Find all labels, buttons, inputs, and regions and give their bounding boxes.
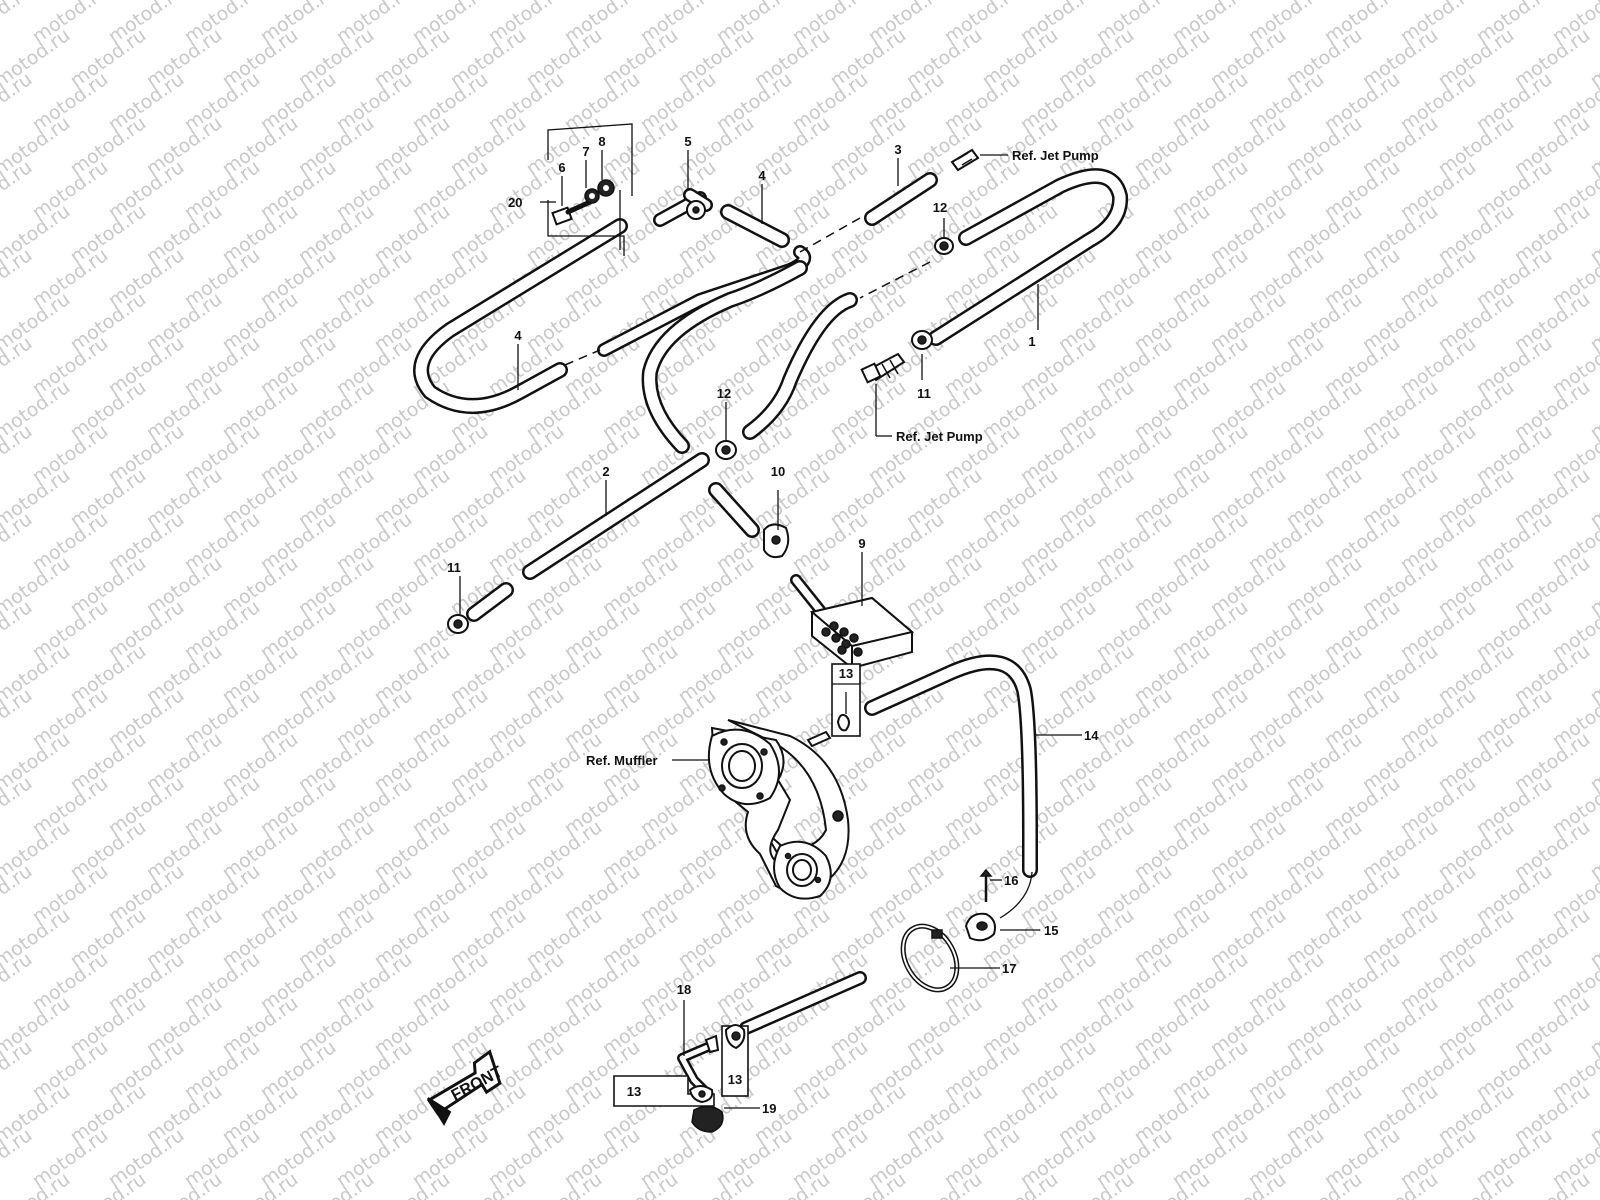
callout-16: 16 xyxy=(1004,873,1018,888)
dashed-route-upper xyxy=(799,217,861,253)
hose-14 xyxy=(864,654,1038,878)
clip-13-box-lower-right xyxy=(721,1024,749,1097)
callout-20: 20 xyxy=(508,195,522,210)
muffler-nipple xyxy=(806,730,832,748)
bolt-group-20 xyxy=(547,123,633,256)
callout-6: 6 xyxy=(558,160,565,175)
clamp-11-lower xyxy=(447,614,469,634)
muffler-ref xyxy=(707,719,850,900)
hose-4-dashed-path xyxy=(564,349,601,366)
callout-13-upper: 13 xyxy=(839,666,853,681)
hose-2-straight xyxy=(522,452,710,580)
filter-9-ports xyxy=(821,621,863,657)
callout-5: 5 xyxy=(684,134,691,149)
callout-14: 14 xyxy=(1084,728,1099,743)
tee-fitting-5 xyxy=(653,188,713,227)
callout-1: 1 xyxy=(1028,334,1035,349)
filter-9 xyxy=(790,574,915,670)
muffler-flange-top xyxy=(707,728,780,805)
muffler-flange-bottom xyxy=(773,840,832,900)
callout-13-left: 13 xyxy=(627,1084,641,1099)
clip-13-box-lower-left xyxy=(613,1075,715,1107)
callout-12-lower: 12 xyxy=(717,386,731,401)
callout-17: 17 xyxy=(1002,961,1016,976)
callout-15: 15 xyxy=(1044,923,1058,938)
leader-lines xyxy=(459,150,1082,1109)
callout-7: 7 xyxy=(582,144,589,159)
callout-4-left: 4 xyxy=(514,328,522,343)
drain-hose xyxy=(739,971,867,1035)
callout-8: 8 xyxy=(598,134,605,149)
nut-8 xyxy=(597,179,615,197)
callout-11-lower: 11 xyxy=(447,560,461,575)
watermark-text: motod.ru xyxy=(0,0,36,48)
jet-pump-nipple-top xyxy=(950,148,980,172)
clamp-12-upper xyxy=(934,237,954,255)
clamp-11-mid xyxy=(911,330,933,350)
reference-labels: Ref. Jet Pump Ref. Jet Pump Ref. Muffler xyxy=(586,148,1099,768)
callout-19: 19 xyxy=(762,1101,776,1116)
lockwasher-7 xyxy=(584,188,600,204)
jet-pump-nipple-mid xyxy=(860,352,906,384)
callout-12-upper: 12 xyxy=(933,200,947,215)
band-clamp-17 xyxy=(900,923,960,993)
hose-3 xyxy=(864,172,938,226)
screw-16 xyxy=(979,868,993,902)
hose-1-loop xyxy=(928,168,1129,346)
hose-2-short xyxy=(466,582,514,622)
callout-3: 3 xyxy=(894,142,901,157)
callout-10: 10 xyxy=(771,464,785,479)
dashed-route-mid xyxy=(859,261,931,299)
clamp-15 xyxy=(964,912,996,942)
callout-9: 9 xyxy=(858,536,865,551)
hose-2-left-bend xyxy=(641,260,808,454)
hose-filter-link xyxy=(708,482,760,538)
hose-4-loop xyxy=(413,218,628,414)
callout-labels: 1 2 3 4 4 5 6 7 8 9 10 11 11 12 12 13 13… xyxy=(447,134,1099,1116)
ref-jet-pump-mid: Ref. Jet Pump xyxy=(896,429,983,444)
clamp-12-lower xyxy=(715,440,737,460)
hose-14-tail-line xyxy=(999,871,1033,919)
ref-muffler: Ref. Muffler xyxy=(586,753,658,768)
hose-4-short xyxy=(720,204,790,248)
clip-13-box-upper xyxy=(831,663,861,737)
callout-4-short: 4 xyxy=(758,168,766,183)
clamp-10 xyxy=(763,523,790,559)
plug-19 xyxy=(691,1105,724,1133)
callout-18: 18 xyxy=(677,982,691,997)
drain-pipe-18 xyxy=(677,1034,720,1095)
bolt-6 xyxy=(551,199,593,226)
callout-13-right: 13 xyxy=(728,1072,742,1087)
hose-2-bend xyxy=(742,292,858,440)
callout-11-mid: 11 xyxy=(917,386,931,401)
callout-2: 2 xyxy=(602,464,609,479)
ref-jet-pump-top: Ref. Jet Pump xyxy=(1012,148,1099,163)
